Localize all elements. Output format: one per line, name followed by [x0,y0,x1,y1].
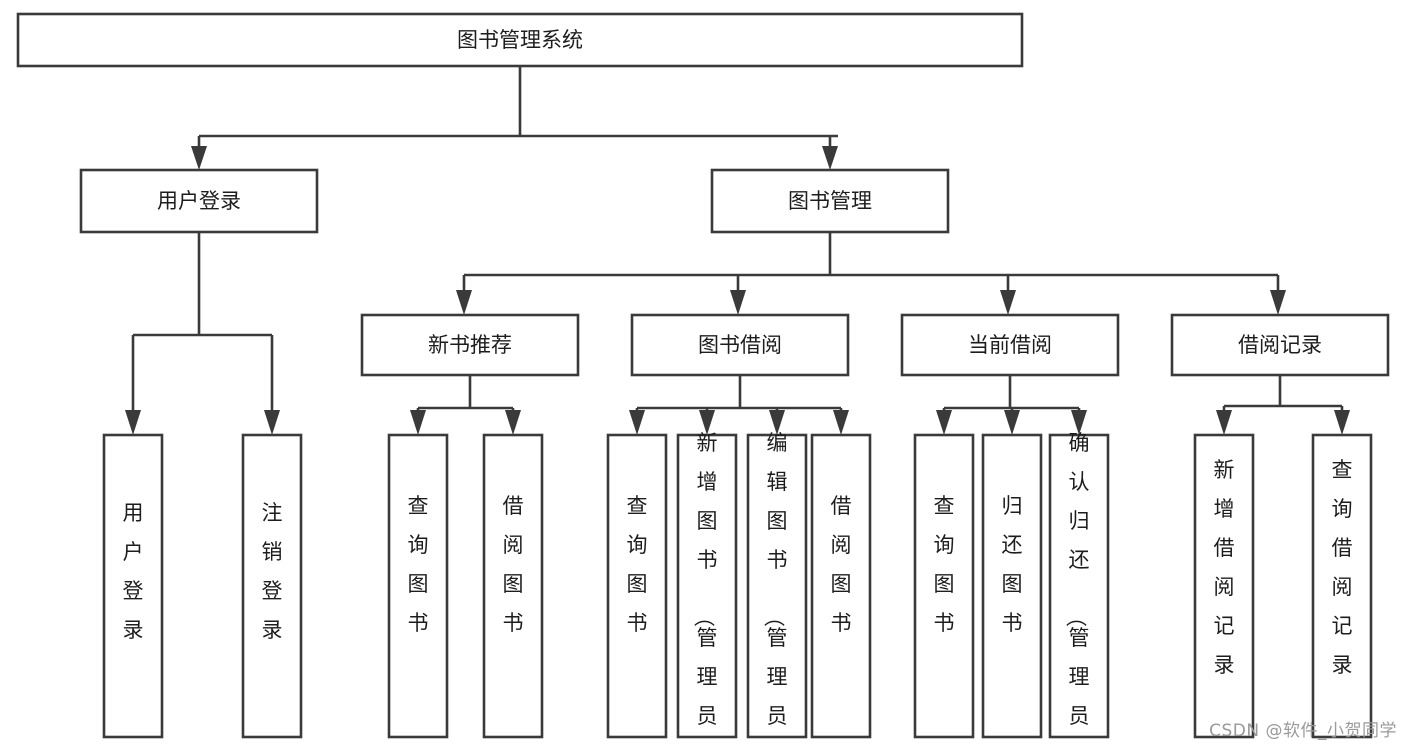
node-root[interactable]: 图书管理系统 [16,12,1024,68]
arrowhead-leaf-borrow-book-2 [833,410,849,435]
arrowhead-leaf-return-book [1004,410,1020,435]
leaf-nodes-layer: 用户登录 注销登录 查询图书 借阅图书 查询图书 新增图书（管理员） 编辑图书（… [102,431,1373,747]
arrowhead-borrow-record [1270,290,1286,315]
node-book-borrow-label: 图书借阅 [698,333,782,357]
arrowhead-leaf-logout-login [264,410,280,435]
node-new-book-recommend[interactable]: 新书推荐 [360,313,580,377]
node-new-book-recommend-label: 新书推荐 [428,333,512,357]
node-leaf-query-book-1-box [387,433,449,739]
node-leaf-add-record-box [1193,433,1255,739]
node-leaf-borrow-book-1[interactable]: 借阅图书 [482,433,544,739]
arrowhead-leaf-query-record [1334,410,1350,435]
node-leaf-confirm-return[interactable]: 确认归还（管理员） [1048,431,1110,747]
node-leaf-query-book-1[interactable]: 查询图书 [387,433,449,739]
node-borrow-record-label: 借阅记录 [1238,333,1322,357]
node-leaf-add-book-box [676,433,738,739]
node-leaf-borrow-book-2-label: 借阅图书 [831,494,852,635]
node-book-manage-box [710,168,950,234]
arrowhead-leaf-query-book-3 [936,410,952,435]
node-leaf-confirm-return-box [1048,433,1110,739]
node-user-login-label: 用户登录 [157,189,241,213]
node-leaf-borrow-book-2-box [810,433,872,739]
node-leaf-logout-login-box [241,433,303,739]
node-leaf-add-record-label: 新增借阅记录 [1214,458,1235,677]
node-leaf-query-record[interactable]: 查询借阅记录 [1311,433,1373,739]
arrowhead-leaf-query-book-2 [629,410,645,435]
node-leaf-edit-book-box [746,433,808,739]
node-leaf-logout-login-label: 注销登录 [262,501,283,642]
node-current-borrow-box [900,313,1120,377]
node-book-borrow[interactable]: 图书借阅 [630,313,850,377]
arrowhead-leaf-confirm-return [1071,410,1087,435]
node-leaf-logout-login[interactable]: 注销登录 [241,433,303,739]
node-book-manage[interactable]: 图书管理 [710,168,950,234]
arrowhead-leaf-edit-book [769,410,785,435]
node-leaf-query-book-3[interactable]: 查询图书 [913,433,975,739]
node-leaf-return-book[interactable]: 归还图书 [981,433,1043,739]
node-leaf-query-book-3-box [913,433,975,739]
connector-layer [125,66,1350,435]
arrowhead-leaf-add-record [1216,410,1232,435]
node-leaf-add-record[interactable]: 新增借阅记录 [1193,433,1255,739]
node-book-manage-label: 图书管理 [788,189,872,213]
node-current-borrow[interactable]: 当前借阅 [900,313,1120,377]
node-leaf-query-record-box [1311,433,1373,739]
arrowhead-leaf-borrow-book-1 [505,410,521,435]
node-leaf-add-book-label: 新增图书（管理员） [692,431,718,747]
node-leaf-borrow-book-1-box [482,433,544,739]
node-user-login-box [79,168,319,234]
arrowhead-leaf-query-book-1 [410,410,426,435]
node-leaf-query-book-2[interactable]: 查询图书 [606,433,668,739]
node-current-borrow-label: 当前借阅 [968,333,1052,357]
arrowhead-book-manage [822,146,838,170]
arrowhead-book-borrow [730,290,746,315]
node-user-login[interactable]: 用户登录 [79,168,319,234]
node-leaf-return-book-box [981,433,1043,739]
node-leaf-borrow-book-1-label: 借阅图书 [503,494,524,635]
node-leaf-query-book-3-label: 查询图书 [934,494,955,635]
node-leaf-query-book-2-box [606,433,668,739]
arrowhead-current-borrow [1000,290,1016,315]
node-root-label: 图书管理系统 [457,28,583,52]
node-leaf-query-book-1-label: 查询图书 [408,494,429,635]
node-root-box [16,12,1024,68]
arrowhead-leaf-add-book [699,410,715,435]
node-leaf-query-record-label: 查询借阅记录 [1332,458,1353,677]
node-leaf-confirm-return-label: 确认归还（管理员） [1064,431,1090,747]
node-leaf-borrow-book-2[interactable]: 借阅图书 [810,433,872,739]
node-leaf-user-login[interactable]: 用户登录 [102,433,164,739]
node-leaf-return-book-label: 归还图书 [1002,494,1023,635]
node-book-borrow-box [630,313,850,377]
node-borrow-record-box [1170,313,1390,377]
node-leaf-user-login-box [102,433,164,739]
node-borrow-record[interactable]: 借阅记录 [1170,313,1390,377]
node-leaf-edit-book-label: 编辑图书（管理员） [762,431,788,747]
node-leaf-add-book[interactable]: 新增图书（管理员） [676,431,738,747]
arrowhead-new-book-recommend [456,290,472,315]
node-new-book-recommend-box [360,313,580,377]
node-leaf-edit-book[interactable]: 编辑图书（管理员） [746,431,808,747]
arrowhead-user-login [191,146,207,170]
node-leaf-query-book-2-label: 查询图书 [627,494,648,635]
node-leaf-user-login-label: 用户登录 [123,501,144,642]
arrowhead-leaf-user-login [125,410,141,435]
